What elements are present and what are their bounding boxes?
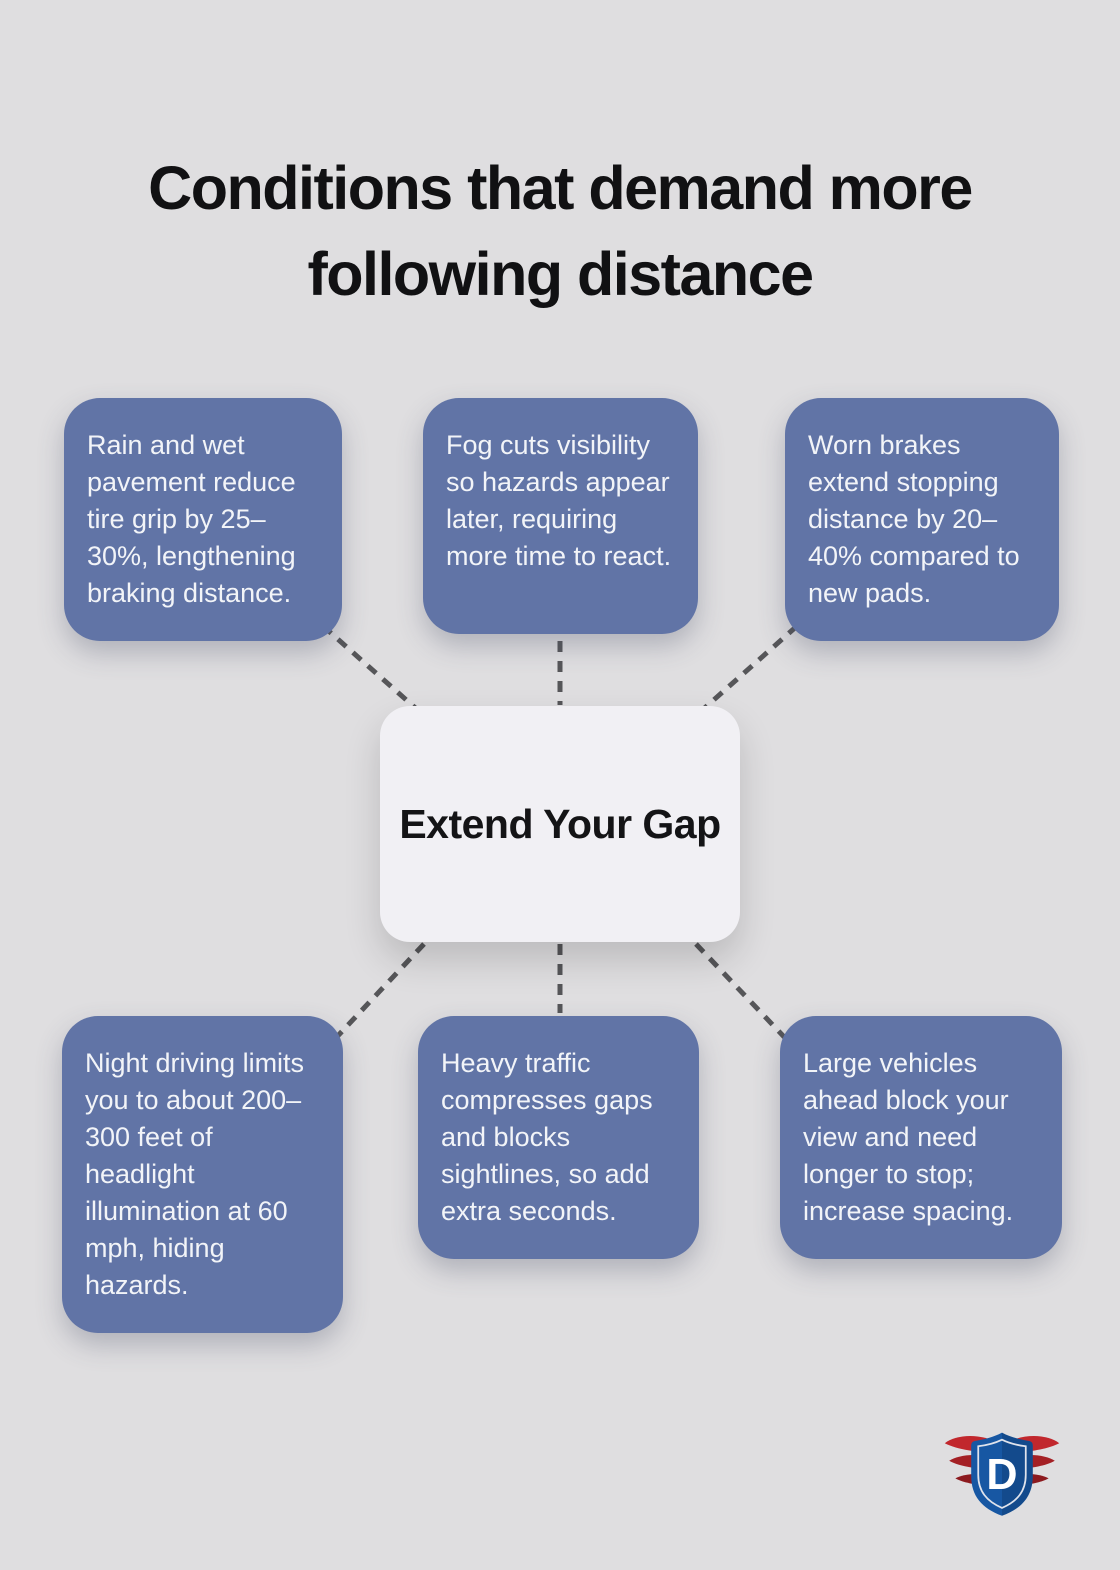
card-heavy-traffic-text: Heavy traffic compresses gaps and blocks…: [441, 1048, 653, 1226]
card-rain-wet-pavement-text: Rain and wet pavement reduce tire grip b…: [87, 430, 296, 608]
card-large-vehicles-text: Large vehicles ahead block your view and…: [803, 1048, 1014, 1226]
connector-center-to-vehicles: [694, 942, 790, 1043]
card-worn-brakes: Worn brakes extend stopping distance by …: [785, 398, 1059, 641]
card-worn-brakes-text: Worn brakes extend stopping distance by …: [808, 430, 1020, 608]
connector-brakes-to-center: [697, 624, 799, 715]
card-large-vehicles: Large vehicles ahead block your view and…: [780, 1016, 1062, 1259]
page-title-line1: Conditions that demand more: [148, 153, 973, 222]
page-title: Conditions that demand more following di…: [0, 145, 1120, 317]
center-node: Extend Your Gap: [380, 706, 740, 942]
connector-rain-to-center: [321, 624, 423, 715]
card-fog-visibility-text: Fog cuts visibility so hazards appear la…: [446, 430, 672, 571]
center-node-label: Extend Your Gap: [399, 800, 721, 847]
page-title-line2: following distance: [307, 239, 814, 308]
shield-icon: D: [971, 1432, 1033, 1516]
connector-center-to-night: [331, 942, 426, 1043]
logo-letter: D: [986, 1451, 1017, 1499]
brand-logo: D: [944, 1432, 1060, 1516]
card-heavy-traffic: Heavy traffic compresses gaps and blocks…: [418, 1016, 699, 1259]
card-fog-visibility: Fog cuts visibility so hazards appear la…: [423, 398, 698, 634]
card-night-driving: Night driving limits you to about 200–30…: [62, 1016, 343, 1333]
card-night-driving-text: Night driving limits you to about 200–30…: [85, 1048, 305, 1300]
card-rain-wet-pavement: Rain and wet pavement reduce tire grip b…: [64, 398, 342, 641]
